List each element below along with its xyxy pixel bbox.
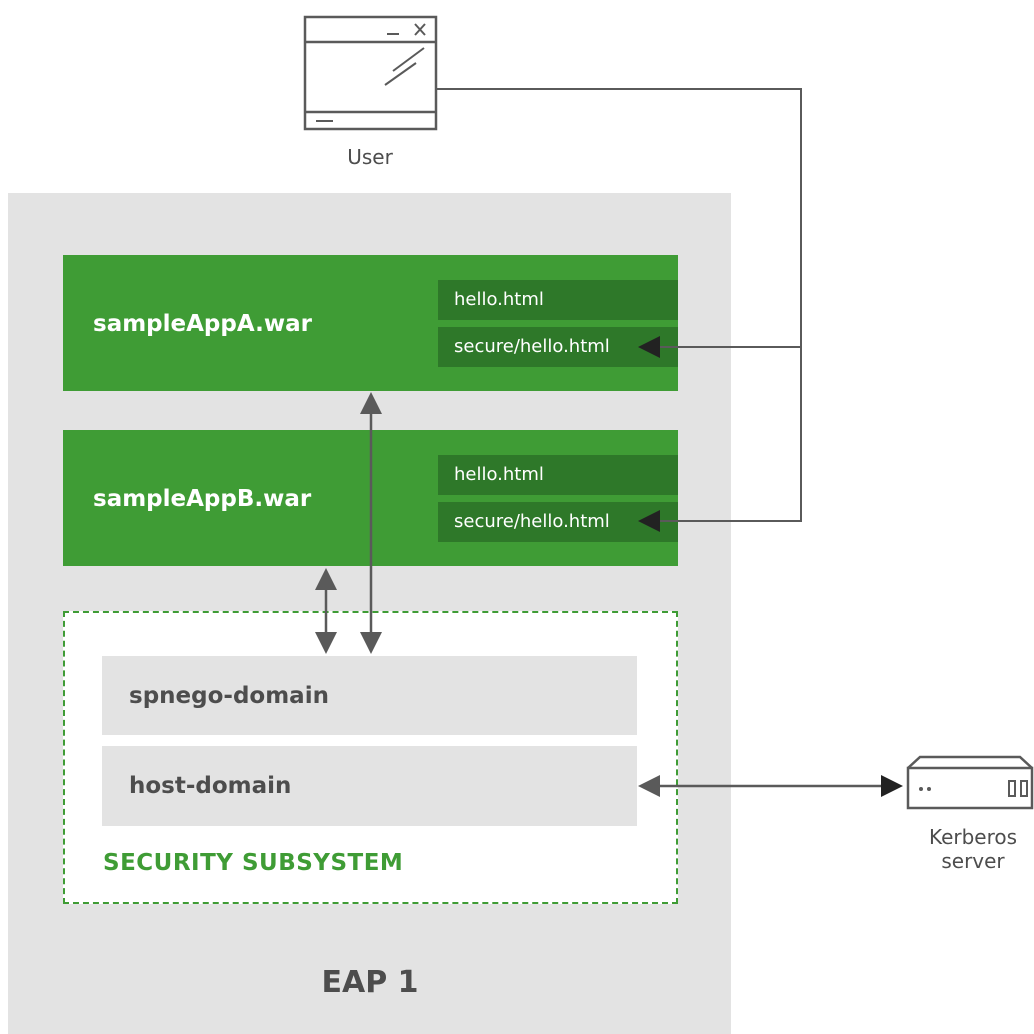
host-domain-box: host-domain: [102, 746, 637, 826]
app-b-title: sampleAppB.war: [93, 486, 312, 512]
app-a-security-arrow: [360, 392, 382, 654]
spnego-domain-box: spnego-domain: [102, 656, 637, 735]
arrow-to-app-a-secure: [638, 336, 660, 358]
arrow-to-app-b-secure: [638, 510, 660, 532]
app-b-file-secure: secure/hello.html: [438, 502, 678, 542]
security-subsystem-label: SECURITY SUBSYSTEM: [103, 850, 404, 876]
user-label: User: [347, 145, 393, 169]
user-connector: [436, 88, 802, 522]
kerberos-label-line1: Kerberos: [928, 825, 1018, 849]
kerberos-label-line2: server: [941, 849, 1005, 873]
browser-window-icon: [303, 15, 438, 131]
eap-label: EAP 1: [321, 965, 419, 1000]
host-kerberos-arrow: [638, 775, 903, 797]
app-b-file-hello: hello.html: [438, 455, 678, 495]
app-a-title: sampleAppA.war: [93, 311, 312, 337]
app-a-file-hello: hello.html: [438, 280, 678, 320]
server-icon: [906, 755, 1034, 810]
app-a-box: sampleAppA.war: [63, 255, 678, 391]
app-b-security-arrow: [315, 568, 337, 654]
